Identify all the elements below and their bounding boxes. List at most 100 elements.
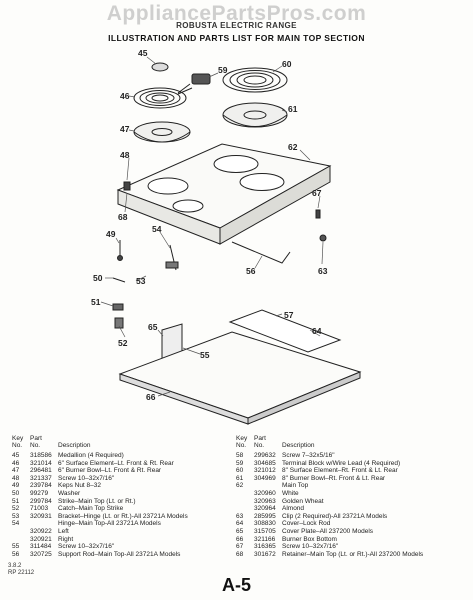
column-part-no: Part No. bbox=[30, 435, 42, 449]
part-number: 296481 bbox=[30, 467, 52, 475]
large-burner-bowl-part bbox=[222, 102, 288, 128]
part-key-number: 66 bbox=[236, 535, 244, 543]
part-key-number: 54 bbox=[12, 520, 20, 528]
revision-code: 3.8.2 RP 22112 bbox=[8, 563, 35, 576]
parts-list-row: 55 311484 Screw 10–32x7/16" bbox=[12, 543, 234, 551]
part-description: White bbox=[282, 489, 299, 497]
callout-label: 49 bbox=[106, 229, 116, 239]
part-number: 311484 bbox=[30, 543, 52, 551]
part-description: 6" Surface Element–Lt. Front & Rt. Rear bbox=[58, 459, 174, 467]
callout-label: 62 bbox=[288, 142, 298, 152]
parts-list-row: 320921 Right bbox=[12, 536, 234, 544]
part-key-number bbox=[236, 505, 254, 513]
part-description: 8" Burner Bowl–Rt. Front & Lt. Rear bbox=[282, 474, 386, 482]
main-top-part bbox=[116, 143, 332, 245]
support-rod-part bbox=[231, 241, 291, 264]
callout-label: 67 bbox=[312, 188, 322, 198]
small-burner-bowl-part bbox=[133, 121, 191, 143]
callout-label: 50 bbox=[93, 273, 103, 283]
part-description: Right bbox=[58, 535, 74, 543]
part-key-number: 63 bbox=[236, 512, 244, 520]
part-key-number bbox=[236, 490, 254, 498]
part-description: Hinge–Main Top-All 23721A Models bbox=[58, 520, 161, 528]
part-description: Screw 10–32x7/16" bbox=[58, 543, 115, 551]
part-description: Washer bbox=[58, 489, 81, 497]
parts-list-row: 320960 White bbox=[236, 490, 466, 498]
part-number: 304685 bbox=[254, 459, 276, 467]
callout-label: 65 bbox=[148, 322, 158, 332]
part-key-number bbox=[12, 528, 30, 536]
callout-label: 47 bbox=[120, 124, 130, 134]
part-number: 320960 bbox=[254, 489, 276, 497]
small-surface-element-part bbox=[133, 87, 193, 109]
callout-label: 63 bbox=[318, 266, 328, 276]
parts-list-header: Key No. Part No. Description bbox=[236, 430, 466, 452]
part-key-number: 53 bbox=[12, 512, 20, 520]
callout-label: 45 bbox=[138, 48, 148, 58]
part-description: Catch–Main Top Strike bbox=[58, 505, 124, 513]
part-number: 320963 bbox=[254, 497, 276, 505]
part-key-number: 62 bbox=[236, 482, 244, 490]
callout-label: 57 bbox=[284, 310, 294, 320]
part-key-number: 61 bbox=[236, 474, 244, 482]
lock-rod-cover-part bbox=[228, 309, 342, 353]
part-number: 299632 bbox=[254, 452, 276, 459]
parts-list-row: 54 Hinge–Main Top-All 23721A Models bbox=[12, 520, 234, 528]
part-number: 299784 bbox=[30, 497, 52, 505]
part-key-number: 51 bbox=[12, 497, 20, 505]
part-key-number: 55 bbox=[12, 543, 20, 551]
exploded-parts-diagram: 45 59 60 46 61 47 62 48 67 68 49 54 50 5… bbox=[91, 48, 362, 425]
part-number: 316365 bbox=[254, 543, 276, 551]
part-description: Almond bbox=[282, 505, 305, 513]
part-number: 304969 bbox=[254, 474, 276, 482]
part-description: Screw 7–32x5/16" bbox=[282, 452, 335, 459]
part-key-number: 67 bbox=[236, 543, 244, 551]
part-description: 6" Burner Bowl–Lt. Front & Rt. Rear bbox=[58, 467, 162, 475]
column-key-no: Key No. bbox=[236, 435, 248, 449]
part-description: Retainer–Main Top (Lt. or Rt.)-All 23720… bbox=[282, 550, 424, 558]
column-key-no: Key No. bbox=[12, 435, 24, 449]
part-key-number: 59 bbox=[236, 459, 244, 467]
parts-list-row: 320964 Almond bbox=[236, 505, 466, 513]
part-key-number: 48 bbox=[12, 474, 20, 482]
part-number: 320921 bbox=[30, 535, 52, 543]
part-key-number: 45 bbox=[12, 452, 20, 459]
part-description: Strike–Main Top (Lt. or Rt.) bbox=[58, 497, 136, 505]
part-key-number bbox=[12, 536, 30, 544]
part-description: Main Top bbox=[282, 482, 309, 490]
part-key-number: 65 bbox=[236, 527, 244, 535]
parts-list-row: 47 296481 6" Burner Bowl–Lt. Front & Rt. R… bbox=[12, 467, 234, 475]
part-number: 99279 bbox=[30, 489, 49, 497]
parts-list-row: 320963 Golden Wheat bbox=[236, 498, 466, 506]
callout-label: 66 bbox=[146, 392, 156, 402]
callout-label: 59 bbox=[218, 65, 228, 75]
part-description: Cover–Lock Rod bbox=[282, 520, 331, 528]
part-key-number: 60 bbox=[236, 467, 244, 475]
part-description: Clip (2 Required)-All 23721A Models bbox=[282, 512, 388, 520]
part-description: Golden Wheat bbox=[282, 497, 324, 505]
header-model-line: ROBUSTA ELECTRIC RANGE bbox=[176, 21, 297, 30]
column-part-no: Part No. bbox=[254, 435, 266, 449]
callout-label: 52 bbox=[118, 338, 128, 348]
part-description: Medallion (4 Required) bbox=[58, 452, 124, 459]
part-number: 320964 bbox=[254, 505, 276, 513]
callout-label: 54 bbox=[152, 224, 162, 234]
part-key-number: 47 bbox=[12, 467, 20, 475]
part-number: 315705 bbox=[254, 527, 276, 535]
column-description: Description bbox=[282, 442, 315, 449]
part-key-number: 50 bbox=[12, 489, 20, 497]
callout-label: 64 bbox=[312, 326, 322, 336]
part-description: Bracket–Hinge (Lt. or Rt.)-All 23721A Mo… bbox=[58, 512, 188, 520]
part-number: 320725 bbox=[30, 550, 52, 558]
page-number: A-5 bbox=[221, 575, 251, 595]
parts-list-row: 51 299784 Strike–Main Top (Lt. or Rt.) bbox=[12, 498, 234, 506]
